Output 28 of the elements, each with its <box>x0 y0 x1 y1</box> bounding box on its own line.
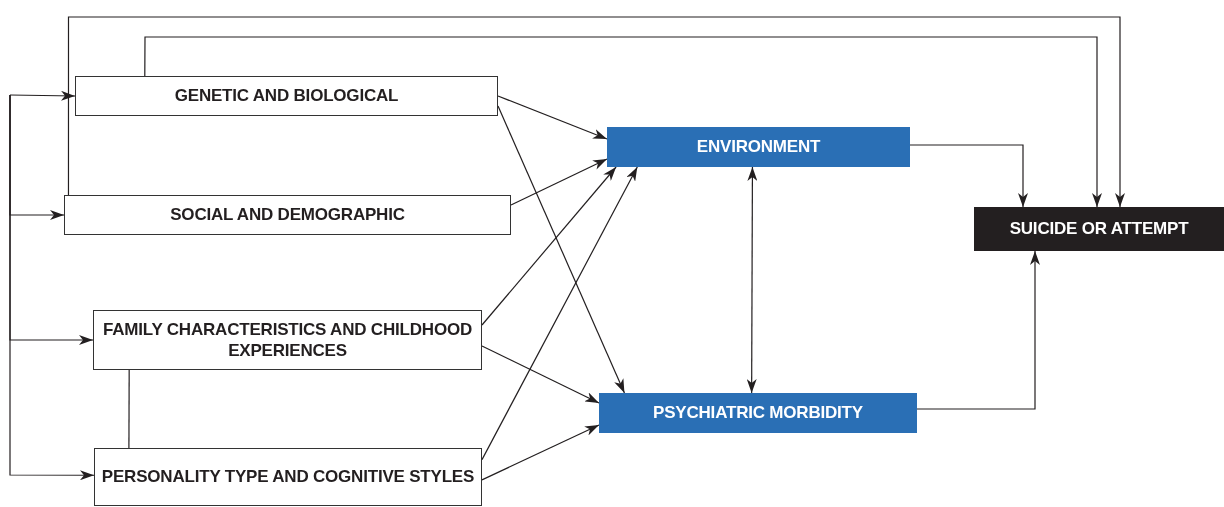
arrow <box>746 166 758 394</box>
arrow <box>481 345 600 404</box>
node-label: GENETIC AND BIOLOGICAL <box>174 85 399 107</box>
factor-box <box>75 76 498 116</box>
node-label: ENVIRONMENT <box>696 136 821 158</box>
result-box <box>974 207 1224 251</box>
node-label: FAMILY CHARACTERISTICS AND CHILDHOOD EXPERIENCES <box>102 318 473 362</box>
arrow <box>497 95 608 140</box>
arrow <box>9 94 95 481</box>
node-label: PERSONALITY TYPE AND COGNITIVE STYLES <box>101 466 475 488</box>
factor-box <box>94 448 482 506</box>
arrow <box>909 144 1028 208</box>
outcome-box <box>607 127 910 167</box>
arrow <box>916 250 1040 410</box>
arrow <box>481 424 600 481</box>
arrow <box>9 90 76 101</box>
outcome-box <box>599 393 917 433</box>
node-label: SOCIAL AND DEMOGRAPHIC <box>170 204 405 226</box>
factor-box <box>93 310 482 370</box>
arrow <box>510 158 608 206</box>
node-label: SUICIDE OR ATTEMPT <box>1009 218 1189 240</box>
arrow <box>481 166 638 461</box>
arrow <box>144 36 1102 208</box>
arrow <box>481 166 617 326</box>
arrow <box>67 16 1125 208</box>
arrow <box>497 105 626 394</box>
node-label: PSYCHIATRIC MORBIDITY <box>653 402 863 424</box>
factor-box <box>64 195 511 235</box>
